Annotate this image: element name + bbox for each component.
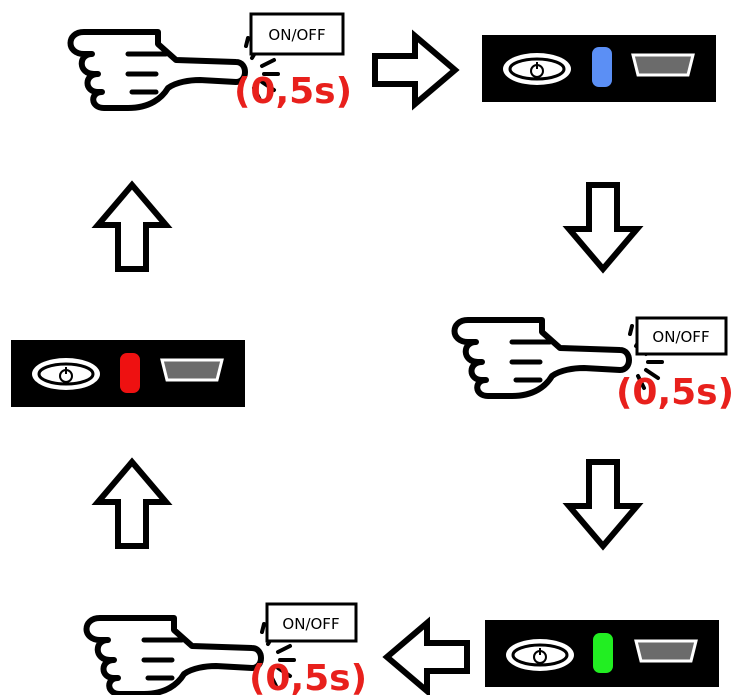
green-led xyxy=(593,633,613,673)
press-step-1: ON/OFF (0,5s) xyxy=(71,12,352,112)
led-panel-green xyxy=(485,620,719,687)
press-duration: (0,5s) xyxy=(616,372,734,413)
press-step-2: ON/OFF (0,5s) xyxy=(455,316,734,413)
press-step-3: ON/OFF (0,5s) xyxy=(87,602,367,695)
press-duration: (0,5s) xyxy=(249,658,367,695)
arrow-down-icon xyxy=(569,185,637,269)
red-led xyxy=(120,353,140,393)
on-off-label: ON/OFF xyxy=(268,26,325,44)
arrow-down-icon xyxy=(569,462,637,546)
on-off-button xyxy=(635,316,728,356)
arrow-right-icon xyxy=(375,36,455,104)
press-duration: (0,5s) xyxy=(234,71,352,112)
usb-port-icon xyxy=(160,358,224,382)
led-panel-blue xyxy=(482,35,716,102)
on-off-label: ON/OFF xyxy=(282,615,339,633)
arrow-up-icon xyxy=(98,185,166,269)
usb-port-icon xyxy=(631,53,695,77)
blue-led xyxy=(592,47,612,87)
on-off-button xyxy=(265,602,358,643)
on-off-label: ON/OFF xyxy=(652,328,709,346)
on-off-button xyxy=(249,12,345,56)
led-panel-red xyxy=(11,340,245,407)
arrow-up-icon xyxy=(98,462,166,546)
usb-port-icon xyxy=(634,639,698,663)
arrow-left-icon xyxy=(387,623,467,691)
